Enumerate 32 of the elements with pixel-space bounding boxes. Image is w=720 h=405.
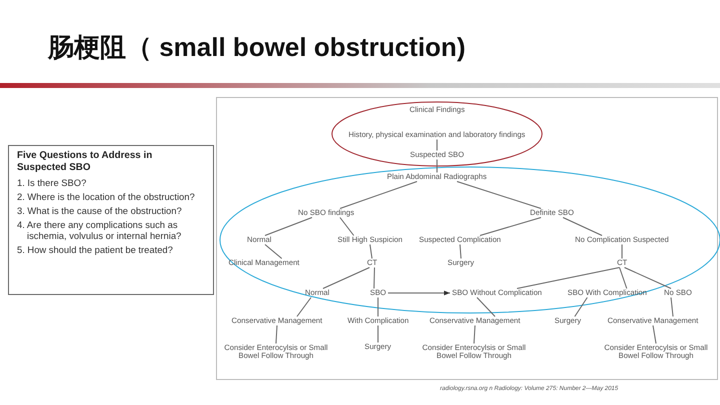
- connector-line: [670, 297, 674, 317]
- question-text: 4. Are there any complications such as ischemia, volvulus or internal hernia?: [17, 218, 182, 241]
- question-text: 2. Where is the location of the obstruction?: [17, 190, 196, 202]
- connector-line: [652, 325, 656, 344]
- connector-line: [480, 217, 542, 236]
- connector-line: [340, 181, 418, 209]
- connector-line: [322, 267, 370, 289]
- connector-line: [574, 297, 588, 317]
- connector-line: [370, 244, 372, 259]
- connector-line: [276, 325, 278, 344]
- question-text: 1. Is there SBO?: [17, 176, 88, 188]
- connector-line: [562, 217, 602, 236]
- connector-line: [516, 267, 620, 289]
- connector-line: [456, 181, 542, 209]
- connector-line: [460, 244, 462, 259]
- question-text: 5. How should the patient be treated?: [17, 244, 174, 256]
- question-text: 3. What is the cause of the obstruction?: [17, 204, 183, 216]
- connector-line: [624, 267, 672, 289]
- connector-line: [374, 267, 375, 289]
- title: 肠梗阻（ small bowel obstruction): [48, 31, 466, 64]
- connector-line: [264, 217, 312, 236]
- connector-line: [436, 139, 438, 151]
- connector-line: [264, 244, 282, 259]
- arrow: [388, 290, 450, 296]
- question-box: [8, 145, 214, 295]
- connector-line: [619, 267, 628, 289]
- connector-line: [436, 159, 438, 173]
- box-heading: Five Questions to Address in Suspected SBO: [17, 150, 154, 174]
- connector-line: [476, 297, 496, 317]
- connector-line: [474, 325, 476, 344]
- connector-line: [296, 297, 312, 317]
- connector-line: [340, 217, 354, 236]
